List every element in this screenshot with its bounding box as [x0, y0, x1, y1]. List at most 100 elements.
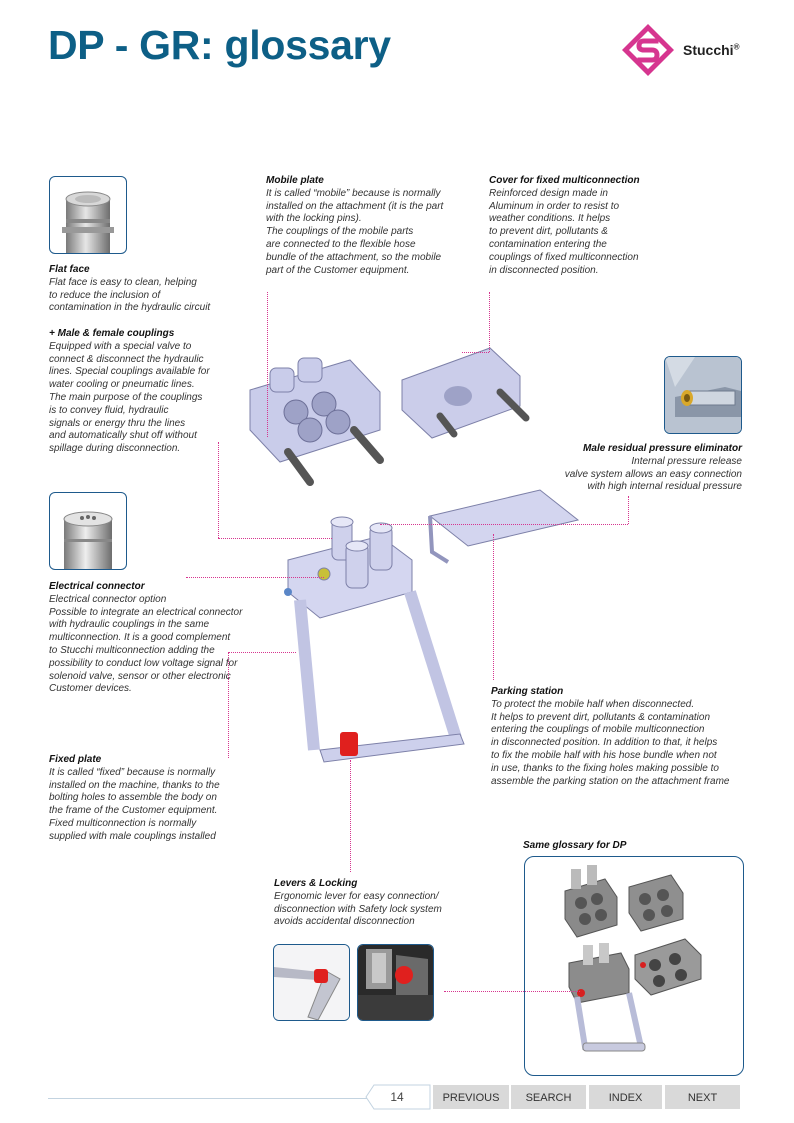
text-line: entering the couplings of mobile multico…: [491, 724, 705, 736]
locking-thumbnail: [357, 944, 434, 1021]
cover-block: Cover for fixed multiconnection Reinforc…: [489, 175, 640, 277]
text-line: The couplings of the mobile parts: [266, 226, 414, 238]
same-glossary-heading: Same glossary for DP: [523, 840, 627, 851]
text-line: To protect the mobile half when disconne…: [491, 698, 695, 710]
leader-fixed-plate-h: [228, 652, 296, 653]
leader-couplings-v: [218, 442, 219, 538]
previous-button[interactable]: PREVIOUS: [433, 1085, 509, 1109]
fixed-plate-heading: Fixed plate: [49, 754, 102, 765]
text-line: in disconnected position.: [489, 264, 599, 276]
text-line: in disconnected position. In addition to…: [491, 737, 718, 749]
text-line: couplings of fixed multiconnection: [489, 251, 639, 263]
text-line: Flat face is easy to clean, helping: [49, 276, 197, 288]
same-glossary-heading-block: Same glossary for DP: [523, 840, 626, 853]
leader-eliminator-h: [380, 524, 628, 525]
text-line: the frame of the Customer equipment.: [49, 805, 218, 817]
text-line: It is called “fixed” because is normally: [49, 766, 216, 778]
leader-mobile-plate: [267, 292, 268, 437]
text-line: Fixed multiconnection is normally: [49, 817, 197, 829]
text-line: signals or energy thru the lines: [49, 417, 186, 429]
text-line: Equipped with a special valve to: [49, 340, 192, 352]
text-line: lines. Special couplings available for: [49, 366, 210, 378]
flat-face-block: Flat face Flat face is easy to clean, he…: [49, 264, 210, 315]
text-line: bundle of the attachment, so the mobile: [266, 251, 442, 263]
flat-face-thumbnail: [49, 176, 127, 254]
brand-name: Stucchi®: [683, 42, 740, 58]
levers-locking-block: Levers & Locking Ergonomic lever for eas…: [274, 878, 442, 929]
text-line: possibility to conduct low voltage signa…: [49, 657, 238, 669]
cover-heading: Cover for fixed multiconnection: [489, 175, 640, 186]
text-line: part of the Customer equipment.: [266, 264, 410, 276]
text-line: with the locking pins).: [266, 213, 362, 225]
text-line: solenoid valve, sensor or other electron…: [49, 670, 231, 682]
text-line: bolting holes to assemble the body on: [49, 792, 217, 804]
text-line: in use, thanks to the fixing holes makin…: [491, 762, 719, 774]
mobile-plate-block: Mobile plate It is called “mobile” becau…: [266, 175, 443, 277]
fixed-plate-block: Fixed plate It is called “fixed” because…: [49, 754, 220, 844]
text-line: connect & disconnect the hydraulic: [49, 353, 204, 365]
text-line: multiconnection. It is a good complement: [49, 632, 231, 644]
text-line: disconnection with Safety lock system: [274, 903, 442, 915]
text-line: supplied with male couplings installed: [49, 830, 216, 842]
next-button[interactable]: NEXT: [665, 1085, 740, 1109]
leader-cover: [489, 292, 490, 352]
leader-eliminator-v: [628, 496, 629, 524]
leader-parking: [493, 534, 494, 680]
couplings-block: + Male & female couplings Equipped with …: [49, 328, 210, 456]
lever-thumbnail: [273, 944, 350, 1021]
text-line: It is called “mobile” because is normall…: [266, 187, 441, 199]
multiconnection-assembly-illustration: [249, 347, 580, 763]
eliminator-heading: Male residual pressure eliminator: [583, 443, 742, 454]
footer-divider: [48, 1098, 368, 1099]
levers-locking-heading: Levers & Locking: [274, 878, 358, 889]
text-line: to Stucchi multiconnection adding the: [49, 644, 215, 656]
leader-cover-h: [462, 352, 489, 353]
text-line: Ergonomic lever for easy connection/: [274, 890, 439, 902]
leader-same-glossary: [444, 991, 580, 992]
text-line: The main purpose of the couplings: [49, 391, 203, 403]
text-line: contamination entering the: [489, 238, 607, 250]
text-line: Aluminum in order to resist to: [489, 200, 620, 212]
text-line: valve system allows an easy connection: [564, 468, 742, 480]
text-line: weather conditions. It helps: [489, 213, 611, 225]
text-line: avoids accidental disconnection: [274, 916, 415, 928]
dp-glossary-image-box: [524, 856, 744, 1076]
leader-electrical: [186, 577, 324, 578]
text-line: to fix the mobile half with his hose bun…: [491, 749, 717, 761]
text-line: contamination in the hydraulic circuit: [49, 302, 211, 314]
page-title: DP - GR: glossary: [48, 22, 391, 68]
index-button[interactable]: INDEX: [589, 1085, 662, 1109]
text-line: with high internal residual pressure: [587, 481, 742, 493]
parking-station-block: Parking station To protect the mobile ha…: [491, 686, 729, 788]
flat-face-heading: Flat face: [49, 264, 90, 275]
electrical-connector-heading: Electrical connector: [49, 581, 145, 592]
electrical-connector-block: Electrical connector Electrical connecto…: [49, 581, 242, 696]
text-line: to prevent dirt, pollutants &: [489, 226, 608, 238]
text-line: is to convey fluid, hydraulic: [49, 404, 169, 416]
page-number: 14: [390, 1090, 404, 1104]
text-line: Electrical connector option: [49, 593, 167, 605]
text-line: Possible to integrate an electrical conn…: [49, 606, 243, 618]
mobile-plate-heading: Mobile plate: [266, 175, 324, 186]
stucchi-logo: [622, 24, 674, 76]
page-tab-shape: [365, 1084, 431, 1110]
text-line: Customer devices.: [49, 683, 132, 695]
text-line: installed on the machine, thanks to the: [49, 779, 220, 791]
search-button[interactable]: SEARCH: [511, 1085, 586, 1109]
text-line: are connected to the flexible hose: [266, 238, 416, 250]
electrical-connector-thumbnail: [49, 492, 127, 570]
parking-station-heading: Parking station: [491, 686, 564, 697]
eliminator-thumbnail: [664, 356, 742, 434]
dp-assembly-image: [564, 865, 702, 1052]
leader-levers: [350, 760, 351, 872]
text-line: spillage during disconnection.: [49, 443, 181, 455]
text-line: and automatically shut off without: [49, 430, 197, 442]
couplings-heading: + Male & female couplings: [49, 328, 175, 339]
text-line: water cooling or pneumatic lines.: [49, 379, 195, 391]
text-line: installed on the attachment (it is the p…: [266, 200, 444, 212]
text-line: Internal pressure release: [631, 455, 742, 467]
text-line: assemble the parking station on the atta…: [491, 775, 730, 787]
text-line: Reinforced design made in: [489, 187, 608, 199]
leader-couplings-h: [218, 538, 332, 539]
leader-fixed-plate-v: [228, 652, 229, 758]
